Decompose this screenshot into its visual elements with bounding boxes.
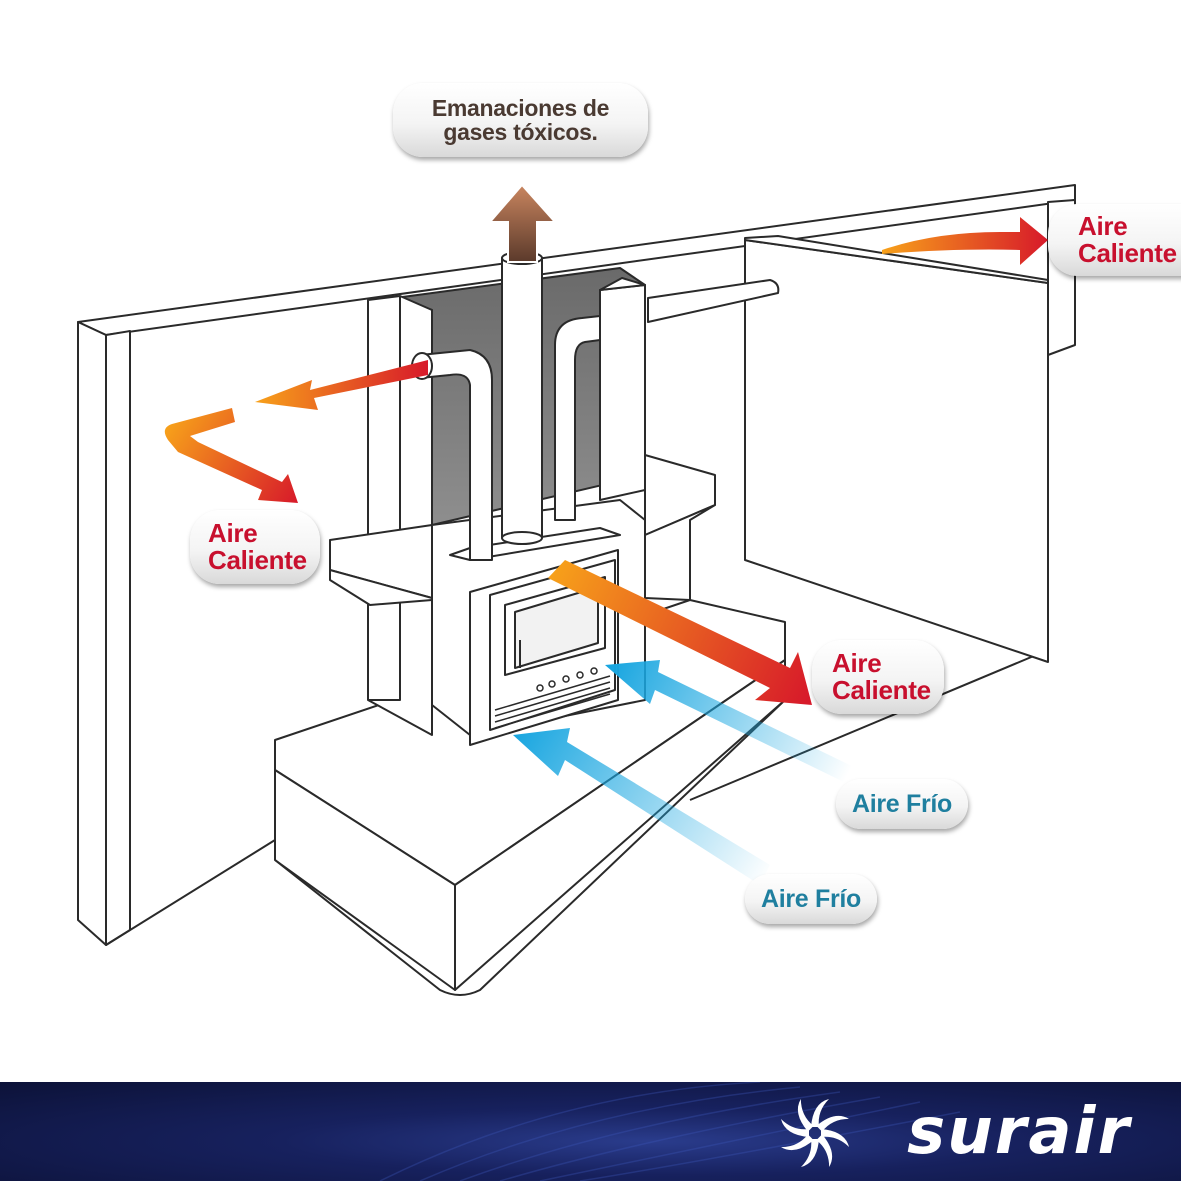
cold-lower-text: Aire Frío <box>760 884 862 913</box>
cold-air-label-lower: Aire Frío <box>745 874 877 924</box>
cold-air-label-upper: Aire Frío <box>836 779 968 829</box>
hot-air-arrow-center <box>548 560 812 705</box>
cold-air-arrow-lower <box>513 728 770 885</box>
hot-air-arrow-left-bend <box>164 408 298 503</box>
left-wall <box>77 321 107 946</box>
right-partition <box>744 239 1049 663</box>
hot-top-right-line-2: Caliente <box>1078 238 1177 268</box>
footer-swoosh-lines <box>379 1082 961 1181</box>
cold-air-arrow-upper <box>605 660 860 785</box>
cold-upper-text: Aire Frío <box>851 789 953 818</box>
hot-top-right-line-1: Aire <box>1078 210 1128 241</box>
hot-air-arrow-left <box>255 360 428 410</box>
gas-exhaust-arrow <box>487 183 558 263</box>
brand-footer: surair <box>0 1082 1181 1181</box>
hot-air-arrow-top-right <box>882 217 1048 265</box>
hot-center-line-1: Aire <box>832 647 882 678</box>
gas-label-line-2: gases tóxicos. <box>443 119 598 145</box>
hot-left-line-2: Caliente <box>208 545 307 575</box>
fireplace-airflow-diagram <box>77 183 1076 996</box>
brand-logo: surair <box>907 1095 1131 1169</box>
chimney-pipe <box>501 257 543 539</box>
gas-label-line-1: Emanaciones de <box>431 94 610 121</box>
hot-center-line-2: Caliente <box>832 675 931 705</box>
hot-left-line-1: Aire <box>208 517 258 548</box>
fan-swirl-icon <box>781 1099 849 1167</box>
